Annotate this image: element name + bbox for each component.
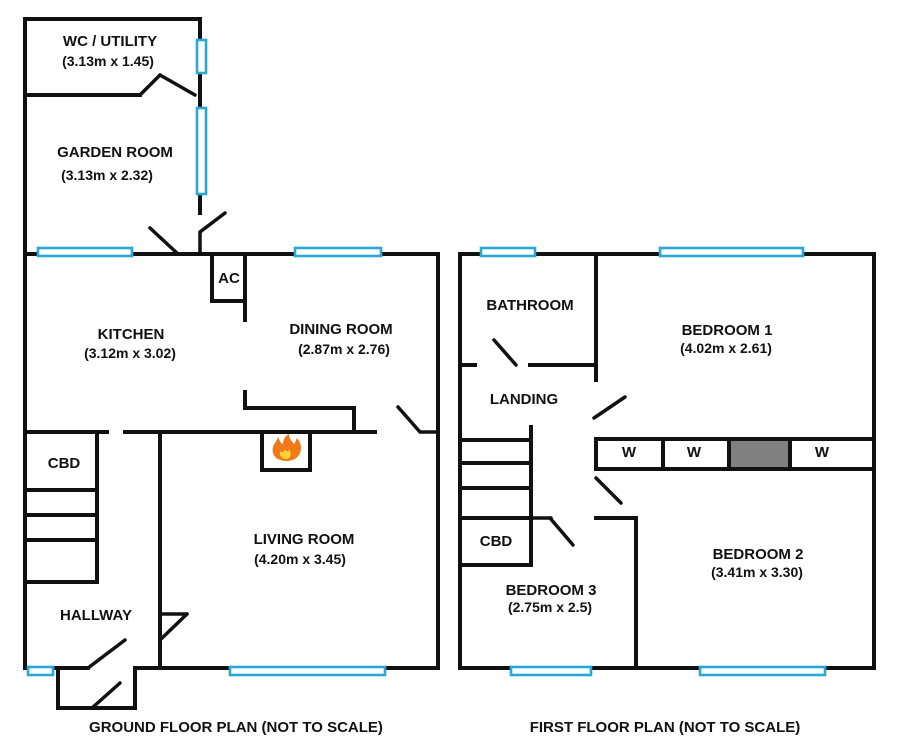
ground-floor-doors bbox=[86, 73, 440, 710]
first-floor-stairs bbox=[458, 438, 533, 490]
window-wc bbox=[195, 38, 208, 75]
ground-floor-plan: WC / UTILITY (3.13m x 1.45) GARDEN ROOM … bbox=[23, 17, 440, 736]
bedroom-1-size: (4.02m x 2.61) bbox=[680, 340, 772, 356]
window-garden-room bbox=[195, 106, 208, 196]
garden-room-size: (3.13m x 2.32) bbox=[61, 167, 153, 183]
bathroom-label: BATHROOM bbox=[486, 297, 573, 314]
wc-utility-size: (3.13m x 1.45) bbox=[62, 53, 154, 69]
first-floor-walls bbox=[458, 252, 876, 670]
garden-room-label: GARDEN ROOM bbox=[57, 144, 173, 161]
bedroom-3-label: BEDROOM 3 bbox=[506, 582, 597, 599]
bedroom-3-size: (2.75m x 2.5) bbox=[508, 599, 592, 615]
hallway-label: HALLWAY bbox=[60, 607, 132, 624]
wardrobe-label-3: W bbox=[815, 444, 830, 461]
fireplace bbox=[260, 430, 312, 472]
chimney-breast bbox=[731, 441, 788, 467]
window-bedroom-2 bbox=[698, 665, 827, 677]
window-bedroom-3 bbox=[509, 665, 593, 677]
bedroom-2-size: (3.41m x 3.30) bbox=[711, 564, 803, 580]
ground-cbd-label: CBD bbox=[48, 455, 81, 472]
bedroom-2-label: BEDROOM 2 bbox=[713, 546, 804, 563]
ground-floor-stairs bbox=[23, 488, 99, 584]
wc-utility-label: WC / UTILITY bbox=[63, 33, 157, 50]
window-bathroom bbox=[479, 246, 537, 258]
ground-floor-windows bbox=[26, 38, 387, 677]
kitchen-label: KITCHEN bbox=[98, 326, 165, 343]
dining-room-label: DINING ROOM bbox=[289, 321, 392, 338]
first-floor-windows bbox=[479, 246, 827, 677]
wardrobe-label-2: W bbox=[687, 444, 702, 461]
wardrobe-label-1: W bbox=[622, 444, 637, 461]
kitchen-size: (3.12m x 3.02) bbox=[84, 345, 176, 361]
first-floor-doors bbox=[492, 338, 627, 547]
window-bedroom-1 bbox=[658, 246, 805, 258]
landing-label: LANDING bbox=[490, 391, 558, 408]
window-kitchen bbox=[36, 246, 134, 258]
window-dining-room bbox=[293, 246, 383, 258]
dining-room-size: (2.87m x 2.76) bbox=[298, 341, 390, 357]
living-room-size: (4.20m x 3.45) bbox=[254, 551, 346, 567]
first-floor-plan: BATHROOM LANDING BEDROOM 1 (4.02m x 2.61… bbox=[458, 246, 876, 736]
ground-floor-caption: GROUND FLOOR PLAN (NOT TO SCALE) bbox=[89, 719, 383, 736]
ac-label: AC bbox=[218, 270, 240, 287]
first-floor-caption: FIRST FLOOR PLAN (NOT TO SCALE) bbox=[530, 719, 801, 736]
bedroom-1-label: BEDROOM 1 bbox=[682, 322, 773, 339]
first-cbd-label: CBD bbox=[480, 533, 513, 550]
window-hallway bbox=[26, 665, 55, 677]
fire-icon bbox=[272, 434, 301, 461]
ground-floor-walls bbox=[23, 17, 440, 710]
living-room-label: LIVING ROOM bbox=[254, 531, 355, 548]
window-living-room bbox=[228, 665, 387, 677]
